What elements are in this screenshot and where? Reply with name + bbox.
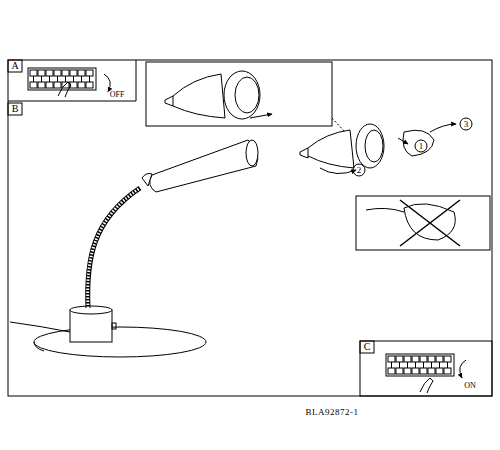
gooseneck xyxy=(88,188,140,308)
callout-circle xyxy=(415,140,427,152)
panel-letter-box xyxy=(360,341,374,353)
inset-frame xyxy=(360,341,492,396)
lamp-column xyxy=(70,310,112,342)
twist-arrow xyxy=(320,168,356,174)
panel-divider xyxy=(8,101,136,102)
column-top xyxy=(70,306,112,314)
panel-letter-box xyxy=(8,60,22,72)
lamp-base xyxy=(34,327,206,357)
cable xyxy=(366,208,404,212)
bulb-ring-inner xyxy=(365,130,383,162)
bulb-ring xyxy=(356,124,384,168)
switch-state: ON xyxy=(463,382,477,390)
zoom-line xyxy=(332,118,345,132)
hand-pointer xyxy=(58,82,71,97)
detail-box xyxy=(146,62,332,126)
panel-letter: A xyxy=(11,61,18,71)
callout-number: 2 xyxy=(357,166,362,175)
outer-frame xyxy=(8,60,492,396)
arrow-three xyxy=(430,124,456,132)
gooseneck-rings xyxy=(88,188,140,308)
switch-knob xyxy=(112,323,116,329)
panel-letter-box xyxy=(8,103,22,115)
shade-opening xyxy=(246,140,258,166)
drawing-number: BLA92872-1 xyxy=(306,408,359,417)
terminal-switch xyxy=(28,68,96,90)
reflector-ring xyxy=(224,71,260,119)
terminal-switch xyxy=(386,354,454,376)
bulb-detail xyxy=(165,74,225,118)
callout-number: 1 xyxy=(419,142,424,151)
halogen-bulb xyxy=(300,130,354,168)
cross-line xyxy=(400,200,460,246)
hand-pointer xyxy=(420,378,433,393)
panel-letter: B xyxy=(12,104,19,114)
rotate-arrow xyxy=(104,74,110,92)
lamp-shade xyxy=(150,140,258,192)
switch-state: OFF xyxy=(109,91,126,99)
panel-divider xyxy=(136,60,137,101)
push-arrow xyxy=(250,114,272,118)
power-cable xyxy=(10,322,70,332)
callout-circle xyxy=(460,118,472,130)
cover-glass xyxy=(403,130,434,156)
base-edge xyxy=(34,342,44,351)
warning-box xyxy=(356,196,490,250)
panel-letter: C xyxy=(364,342,371,352)
reflector-ring-inner xyxy=(235,77,259,113)
arrow-one xyxy=(398,138,408,144)
rotate-arrow xyxy=(460,360,466,378)
callout-number: 3 xyxy=(464,120,469,129)
callout-circle xyxy=(353,164,365,176)
cross-line xyxy=(400,200,460,246)
